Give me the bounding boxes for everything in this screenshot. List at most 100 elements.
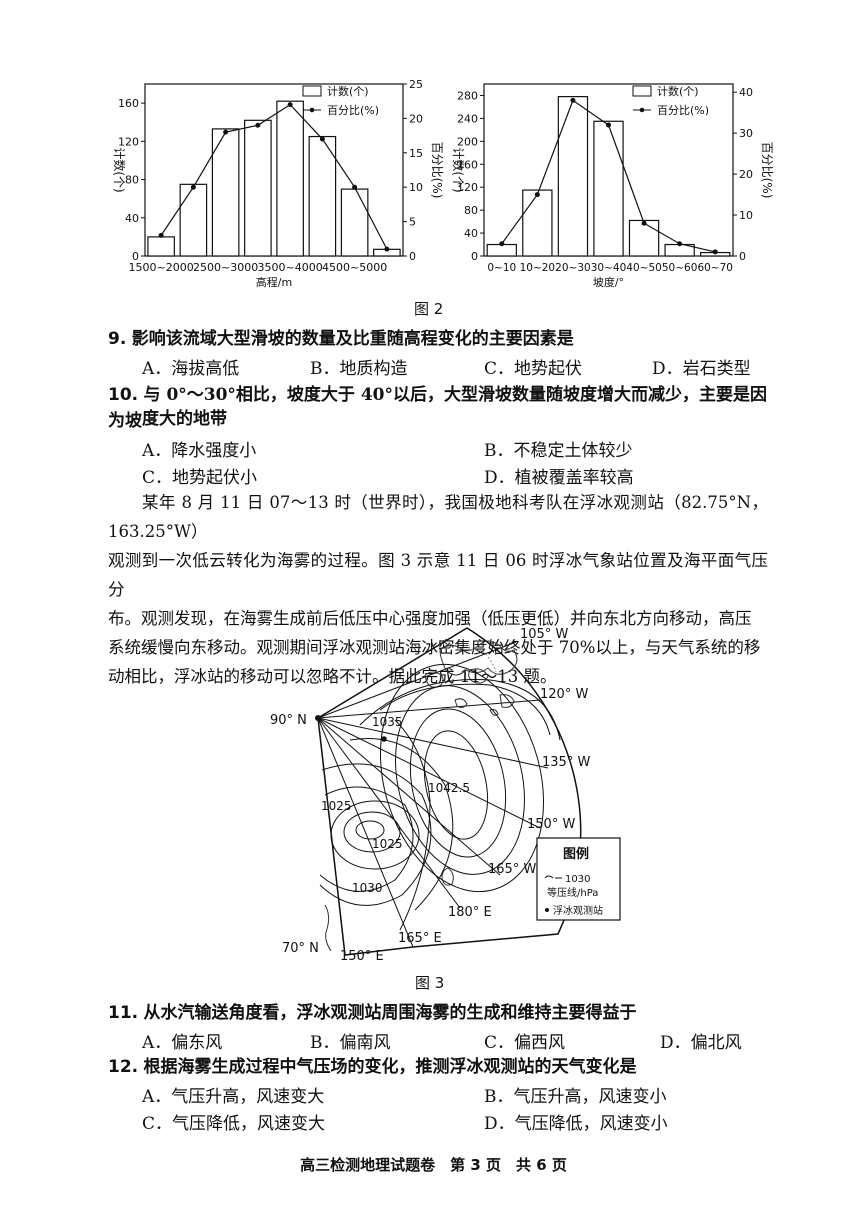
option-b[interactable]: B．气压升高，风速变小 [484, 1087, 667, 1107]
question-text: 从水汽输送角度看，浮冰观测站周围海雾的生成和维持主要得益于 [143, 1003, 637, 1023]
question-number: 9. [108, 329, 127, 349]
question-text-line1: 与 0°～30°相比，坡度大于 40°以后，大型滑坡数量随坡度增大而减少，主要是… [108, 385, 768, 431]
bar [340, 188, 369, 257]
lon-label: 165° E [398, 931, 442, 946]
station-marker [381, 736, 387, 742]
percent-point [499, 241, 505, 247]
option-b[interactable]: B．地质构造 [310, 359, 408, 379]
percent-point [534, 192, 540, 198]
legend-bar-label: 计数(个) [657, 85, 699, 98]
question-11: 11. 从水汽输送角度看，浮冰观测站周围海雾的生成和维持主要得益于 [108, 1000, 637, 1026]
y-tick-label: 160 [118, 97, 139, 110]
y-tick-label: 240 [457, 112, 478, 125]
y-tick-label: 80 [464, 204, 478, 217]
legend-isobar-text: 等压线/hPa [547, 886, 598, 899]
option-a[interactable]: A．海拔高低 [142, 359, 240, 379]
legend-isobar-symbol [544, 875, 554, 879]
option-b[interactable]: B．偏南风 [310, 1033, 391, 1053]
option-a[interactable]: A．偏东风 [142, 1033, 223, 1053]
page-footer: 高三检测地理试题卷 第 3 页 共 6 页 [300, 1156, 567, 1174]
y-tick-label: 160 [457, 158, 478, 171]
isobar-label: 1025 [372, 837, 403, 851]
option-c[interactable]: C．地势起伏 [484, 359, 583, 379]
bar [308, 135, 337, 257]
option-d[interactable]: D．气压降低，风速变小 [484, 1114, 668, 1134]
bar [593, 120, 624, 257]
y-tick-label: 40 [464, 227, 478, 240]
option-d[interactable]: D．偏北风 [660, 1033, 742, 1053]
y-tick-label: 40 [125, 212, 139, 225]
option-c[interactable]: C．地势起伏小 [142, 468, 258, 488]
x-tick-label: 40~50 [626, 262, 662, 274]
y-right-tick-label: 30 [739, 127, 753, 140]
lon-label: 120° W [540, 687, 588, 702]
y-right-tick-label: 15 [409, 147, 423, 160]
option-a[interactable]: A．降水强度小 [142, 441, 257, 461]
figure-2-caption: 图 2 [414, 300, 444, 318]
option-d[interactable]: D．岩石类型 [652, 359, 751, 379]
y-tick-label: 280 [457, 89, 478, 102]
option-d[interactable]: D．植被覆盖率较高 [484, 468, 634, 488]
question-number: 11. [108, 1003, 139, 1023]
x-tick-label: 20~30 [555, 262, 591, 274]
x-tick-label: 0~10 [487, 262, 516, 274]
isobar-label: 1025 [321, 799, 352, 813]
option-c[interactable]: C．偏西风 [484, 1033, 566, 1053]
percent-point [190, 184, 196, 190]
y-right-tick-label: 10 [409, 181, 423, 194]
lat-label: 90° N [270, 713, 307, 728]
x-tick-label: 50~60 [662, 262, 698, 274]
meridian-lines [317, 641, 549, 956]
x-axis-label: 坡度/° [593, 275, 624, 289]
question-number: 10. [108, 385, 139, 405]
legend-bar-swatch [302, 85, 322, 97]
lon-label: 180° E [448, 905, 492, 920]
bar [276, 100, 304, 257]
lon-label: 105° W [520, 627, 568, 642]
option-a[interactable]: A．气压升高，风速变大 [142, 1087, 325, 1107]
bar [486, 243, 517, 257]
question-number: 12. [108, 1057, 139, 1077]
y-right-tick-label: 25 [409, 78, 423, 91]
lon-label: 150° W [527, 817, 575, 832]
question-text: 根据海雾生成过程中气压场的变化，推测浮冰观测站的天气变化是 [143, 1057, 637, 1077]
percent-point [712, 249, 718, 255]
percent-point [158, 232, 164, 238]
percent-point [352, 184, 358, 190]
percent-point [319, 136, 325, 142]
y-right-tick-label: 40 [739, 86, 753, 99]
x-tick-label: 30~40 [591, 262, 627, 274]
passage-line: 某年 8 月 11 日 07～13 时（世界时），我国极地科考队在浮冰观测站（8… [108, 493, 768, 541]
bar [557, 96, 589, 257]
isobar-label: 1042.5 [428, 781, 470, 795]
question-text-line2: 度大的地带 [142, 409, 227, 429]
x-tick-label: 60~70 [697, 262, 733, 274]
legend-line-marker [309, 107, 315, 113]
percent-point [287, 102, 293, 108]
percent-point [384, 246, 390, 252]
y-tick-label: 200 [457, 135, 478, 148]
isobars [319, 663, 561, 931]
figure-3-caption: 图 3 [415, 974, 445, 992]
legend-line-marker [639, 107, 645, 113]
y-right-tick-label: 0 [409, 250, 416, 263]
isobar-label: 1035 [372, 715, 403, 729]
x-axis-label: 高程/m [256, 275, 292, 289]
x-tick-label: 10~20 [520, 262, 556, 274]
y-axis-label: 计数(个) [112, 147, 127, 192]
legend-line-label: 百分比(%) [657, 104, 709, 117]
percent-line [160, 103, 388, 250]
passage-line: 动相比，浮冰站的移动可以忽略不计。据此完成 11～13 题。 [108, 667, 557, 686]
option-c[interactable]: C．气压降低，风速变大 [142, 1114, 326, 1134]
percent-point [606, 122, 611, 128]
passage-line: 观测到一次低云转化为海雾的过程。图 3 示意 11 日 06 时浮冰气象站位置及… [108, 551, 768, 599]
y-right-tick-label: 0 [739, 250, 746, 263]
option-b[interactable]: B．不稳定土体较少 [484, 441, 633, 461]
question-10: 10. 与 0°～30°相比，坡度大于 40°以后，大型滑坡数量随坡度增大而减少… [108, 382, 768, 434]
map-legend: 图例 1030 等压线/hPa 浮冰观测站 [536, 837, 621, 921]
x-tick-label: 3500~4000 [258, 261, 323, 274]
percent-point [677, 241, 683, 247]
pole-marker [315, 715, 321, 721]
